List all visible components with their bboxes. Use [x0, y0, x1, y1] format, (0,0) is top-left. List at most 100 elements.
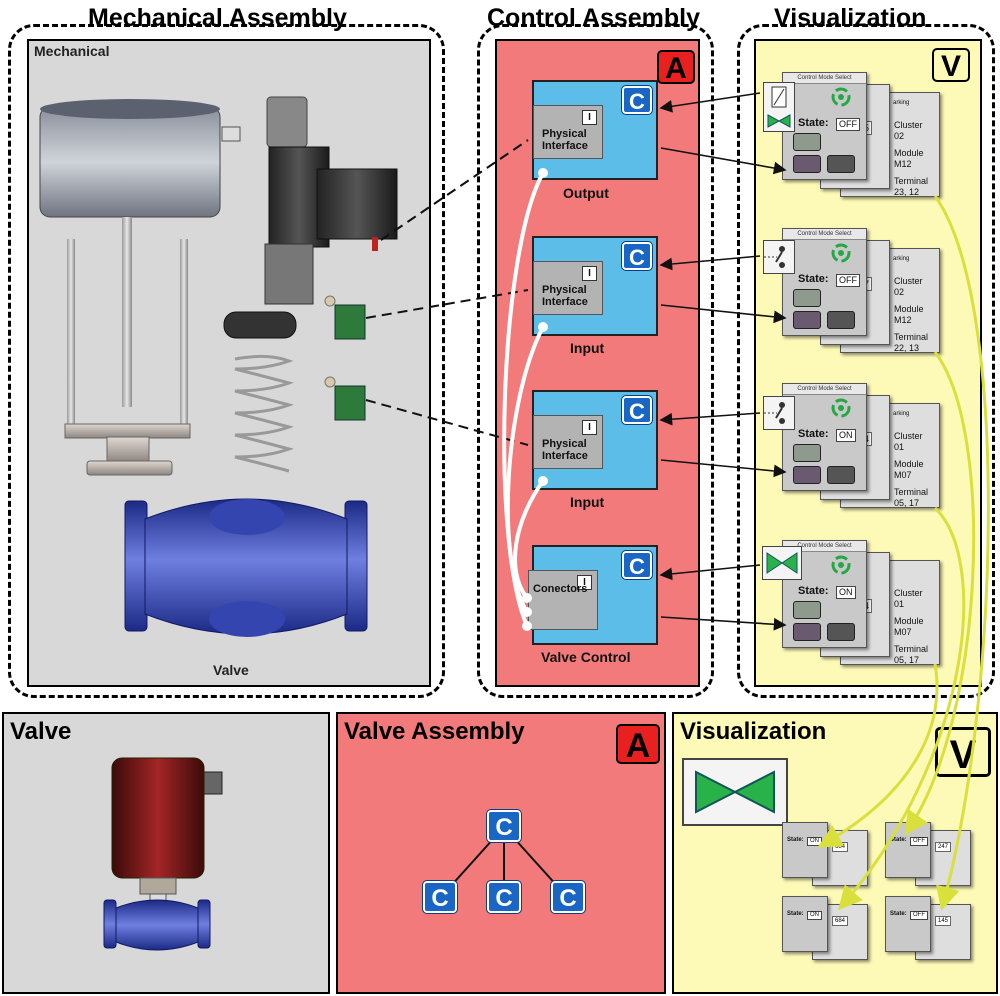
physical-interface[interactable]: I Physical Interface: [533, 415, 603, 469]
state-label: State:: [798, 428, 829, 440]
cluster-label: Cluster: [894, 120, 923, 130]
mini-card[interactable]: State: ON 684: [782, 822, 872, 886]
actuator-drum-icon: [39, 99, 241, 218]
marking-label: arking: [893, 411, 910, 417]
valve-assembly-badge: A: [616, 724, 660, 765]
visualization-title: Visualization: [774, 4, 927, 32]
hmi-card-front[interactable]: Control Mode Select State: OFF: [782, 72, 867, 180]
mini-state-label: State:: [890, 911, 907, 917]
physical-interface[interactable]: I Physical Interface: [533, 105, 603, 159]
module-label: Module: [894, 459, 924, 469]
component-label: Input: [570, 340, 605, 356]
connectors-label: Conectors: [533, 583, 588, 595]
valve-label: Valve: [213, 662, 249, 678]
component-output[interactable]: C I Physical Interface: [532, 80, 658, 180]
mini-state-value: OFF: [910, 837, 928, 846]
card-title: Control Mode Select: [783, 541, 866, 552]
component-tree-links: [439, 826, 569, 899]
physical-interface-label: Physical Interface: [542, 438, 588, 462]
card-title: Control Mode Select: [783, 384, 866, 395]
terminal-label: Terminal: [894, 644, 929, 654]
mini-number: 145: [935, 916, 952, 926]
assembly-badge: A: [657, 50, 695, 85]
limit-switch-icon: [763, 396, 795, 430]
hmi-card-front[interactable]: Control Mode Select State: OFF: [782, 228, 867, 336]
hmi-card-stack: arking Cluster 01 Module M07 Terminal 05…: [782, 383, 952, 513]
auto-button[interactable]: [793, 289, 821, 307]
manual-on-button[interactable]: [793, 311, 821, 329]
terminal-label: Terminal: [894, 487, 929, 497]
mini-state-label: State:: [787, 911, 804, 917]
state-label: State:: [798, 117, 829, 129]
spring-icon: [234, 354, 294, 473]
card-title: Control Mode Select: [783, 229, 866, 240]
limit-switch-icon: [763, 240, 795, 274]
component-input[interactable]: C I Physical Interface: [532, 236, 658, 336]
module-number: M12: [894, 315, 912, 325]
mode-spinner-icon[interactable]: [830, 554, 852, 576]
interface-badge: I: [582, 110, 597, 125]
component-badge: C: [621, 550, 653, 580]
micro-switch-icon: [324, 376, 366, 421]
mini-state-label: State:: [787, 837, 804, 843]
interface-badge: I: [577, 575, 592, 590]
card-title: Control Mode Select: [783, 73, 866, 84]
physical-interface[interactable]: I Physical Interface: [533, 261, 603, 315]
hmi-card-stack: arking Cluster 02 Module M12 Terminal 22…: [782, 228, 952, 358]
manual-off-button[interactable]: [827, 466, 855, 484]
mini-card[interactable]: State: ON 684: [782, 896, 872, 960]
cluster-label: Cluster: [894, 276, 923, 286]
interface-badge: I: [582, 266, 597, 281]
mode-spinner-icon[interactable]: [830, 242, 852, 264]
mechanical-exploded-view: [39, 96, 398, 637]
mini-card[interactable]: State: OFF 145: [885, 896, 975, 960]
auto-button[interactable]: [793, 601, 821, 619]
auto-button[interactable]: [793, 444, 821, 462]
mechanical-assembly-group: [8, 24, 445, 698]
terminal-label: Terminal: [894, 332, 929, 342]
cluster-number: 02: [894, 131, 905, 141]
mini-state-value: ON: [807, 911, 822, 920]
manual-off-button[interactable]: [827, 311, 855, 329]
tree-child-badge: C: [550, 880, 586, 914]
terminal-number: 05, 17: [894, 655, 920, 665]
module-label: Module: [894, 616, 924, 626]
control-assembly-group: [477, 24, 714, 698]
component-valve-control[interactable]: C I Conectors: [528, 545, 658, 645]
mechanical-assembly-title: Mechanical Assembly: [88, 4, 347, 32]
manual-on-button[interactable]: [793, 155, 821, 173]
valve-assembly-panel: [336, 712, 666, 994]
manual-off-button[interactable]: [827, 155, 855, 173]
hmi-card-front[interactable]: Control Mode Select State: ON: [782, 383, 867, 491]
valve-panel-title: Valve: [10, 718, 72, 745]
cluster-label: Cluster: [894, 588, 923, 598]
relay-coil-icon: [763, 82, 795, 132]
component-input[interactable]: C I Physical Interface: [532, 390, 658, 490]
module-number: M12: [894, 159, 912, 169]
valve-symbol-icon: [762, 546, 802, 580]
interface-badge: I: [582, 420, 597, 435]
mini-card-front: State: ON: [782, 896, 828, 952]
mode-spinner-icon[interactable]: [830, 86, 852, 108]
visualization-bottom-badge: V: [935, 727, 991, 777]
visualization-bottom-title: Visualization: [680, 718, 827, 745]
physical-interface-label: Physical Interface: [542, 284, 588, 308]
micro-switch-icon: [324, 295, 366, 340]
state-value: OFF: [836, 274, 860, 287]
valve-actuator-icon: [103, 757, 223, 951]
terminal-label: Terminal: [894, 176, 929, 186]
mode-spinner-icon[interactable]: [830, 397, 852, 419]
valve-body-icon: [124, 498, 368, 637]
module-number: M07: [894, 627, 912, 637]
connectors-box[interactable]: I Conectors: [528, 570, 598, 630]
mini-card[interactable]: State: OFF 247: [885, 822, 975, 886]
mini-state-value: OFF: [910, 911, 928, 920]
auto-button[interactable]: [793, 133, 821, 151]
manual-off-button[interactable]: [827, 623, 855, 641]
hmi-card-stack: Cluster 01 Module M07 Terminal 05, 17 68…: [782, 540, 952, 670]
tree-child-badge: C: [486, 880, 522, 914]
manual-on-button[interactable]: [793, 623, 821, 641]
cluster-number: 01: [894, 599, 905, 609]
terminal-number: 23, 12: [894, 187, 920, 197]
manual-on-button[interactable]: [793, 466, 821, 484]
